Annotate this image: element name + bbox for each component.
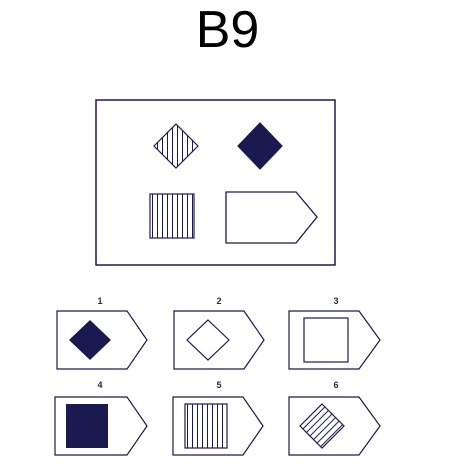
option-6-frame (288, 396, 381, 456)
option-1-solid-diamond (69, 320, 111, 360)
option-6-striped-diamond (299, 403, 345, 449)
option-1-frame (56, 310, 148, 370)
option-3-empty-square (303, 317, 349, 363)
option-3-frame (288, 310, 381, 370)
option-1[interactable]: 1 (56, 296, 148, 370)
option-1-number: 1 (97, 296, 102, 306)
option-4-number: 4 (97, 380, 102, 390)
option-4[interactable]: 4 (54, 380, 148, 456)
problem-striped-diamond (153, 123, 199, 169)
option-2[interactable]: 2 (173, 296, 265, 370)
option-5-number: 5 (216, 380, 221, 390)
problem-panel (95, 99, 336, 266)
option-5-frame (172, 396, 264, 456)
option-2-empty-diamond (186, 319, 230, 361)
option-6[interactable]: 6 (288, 380, 381, 456)
option-5-striped-square (184, 403, 228, 449)
problem-striped-square (149, 193, 195, 239)
page-title: B9 (195, 1, 260, 59)
option-6-number: 6 (333, 380, 338, 390)
problem-missing-answer-slot (225, 191, 318, 244)
problem-solid-diamond (237, 122, 283, 170)
option-2-frame (173, 310, 265, 370)
option-3[interactable]: 3 (288, 296, 381, 370)
option-5[interactable]: 5 (172, 380, 264, 456)
option-4-frame (54, 396, 148, 456)
option-4-solid-square (66, 404, 108, 448)
option-3-number: 3 (333, 296, 338, 306)
option-2-number: 2 (216, 296, 221, 306)
